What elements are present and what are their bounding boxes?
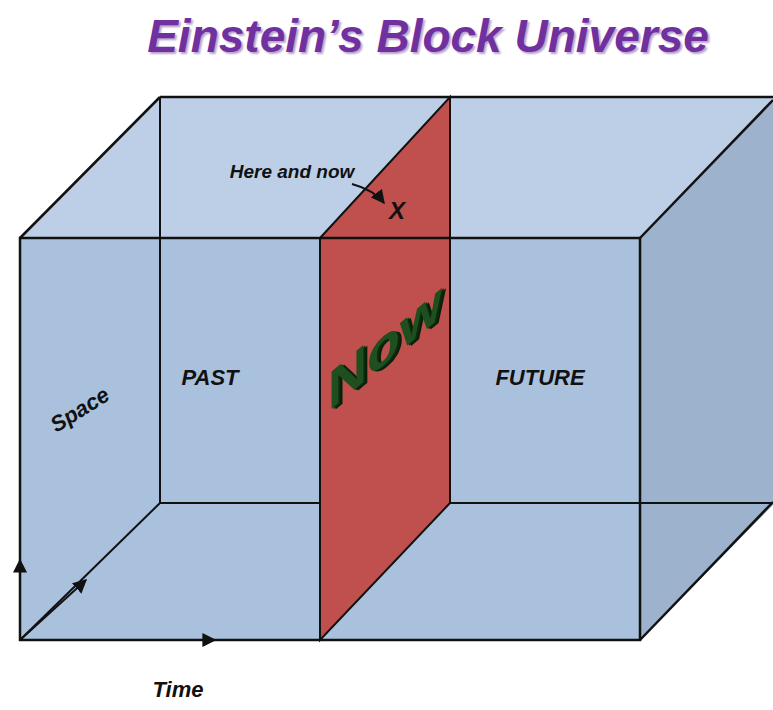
region-label: FUTURE [495, 365, 584, 391]
back-edges [20, 97, 773, 640]
region-label: PAST [181, 365, 238, 391]
cube-edges [20, 97, 773, 640]
callout-label: Here and now [230, 161, 355, 183]
axis-label: Time [153, 677, 204, 703]
leader-arrow [352, 184, 384, 203]
position-mark: X [389, 197, 405, 225]
right-face [640, 97, 773, 640]
title: Einstein’s Block Universe [147, 9, 709, 63]
axes [20, 560, 215, 640]
